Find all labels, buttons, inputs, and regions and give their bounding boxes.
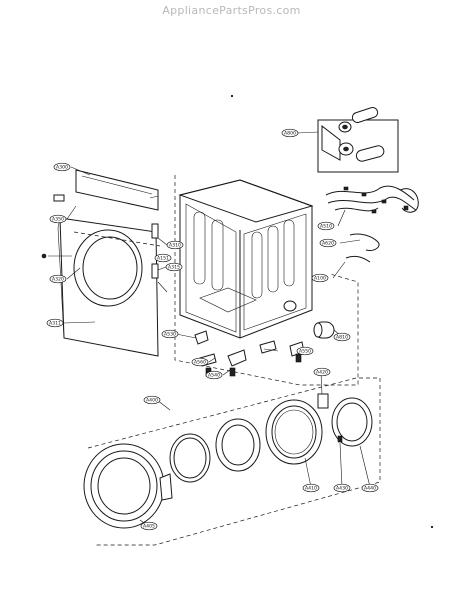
callout-a560: A560 bbox=[191, 357, 209, 367]
callout-a810: A810 bbox=[333, 332, 351, 342]
callout-bubble bbox=[165, 262, 183, 272]
callout-bubble bbox=[154, 253, 172, 263]
callout-a151: A151 bbox=[154, 253, 172, 263]
callout-a540: A540 bbox=[205, 370, 223, 380]
callout-a100: A100 bbox=[311, 273, 329, 283]
control-panel bbox=[53, 169, 159, 211]
watermark-text: AppliancePartsPros.com bbox=[162, 4, 301, 17]
callout-a620: A620 bbox=[319, 238, 337, 248]
callout-bubble bbox=[313, 367, 331, 377]
callout-text: A550 bbox=[299, 349, 311, 355]
callout-text: A800 bbox=[284, 131, 296, 137]
callout-bubble bbox=[46, 318, 64, 328]
callout-bubble bbox=[205, 370, 223, 380]
front-brackets bbox=[41, 223, 161, 279]
callout-text: A810 bbox=[336, 335, 348, 341]
callout-text: A510 bbox=[320, 224, 332, 230]
callout-bubble bbox=[333, 483, 351, 493]
callout-a440: A440 bbox=[361, 483, 379, 493]
callout-a315: A315 bbox=[165, 262, 183, 272]
callout-text: A410 bbox=[305, 486, 317, 492]
callout-text: A350 bbox=[52, 217, 64, 223]
callout-text: A311 bbox=[49, 321, 61, 327]
callout-text: A310 bbox=[169, 243, 181, 249]
callout-a310: A310 bbox=[166, 240, 184, 250]
callout-bubble bbox=[49, 274, 67, 284]
callout-text: A530 bbox=[164, 332, 176, 338]
callout-bubble bbox=[296, 346, 314, 356]
callout-bubble bbox=[333, 332, 351, 342]
callout-bubble bbox=[53, 162, 71, 172]
callout-bubble bbox=[302, 483, 320, 493]
callout-a405: A405 bbox=[140, 521, 158, 531]
callout-text: A320 bbox=[52, 277, 64, 283]
wire-harness bbox=[325, 185, 419, 263]
callout-a530: A530 bbox=[161, 329, 179, 339]
cabinet bbox=[174, 175, 359, 386]
callout-text: A100 bbox=[314, 276, 326, 282]
callout-text: A540 bbox=[208, 373, 220, 379]
callout-bubble bbox=[319, 238, 337, 248]
callout-a350: A350 bbox=[49, 214, 67, 224]
callout-text: A315 bbox=[168, 265, 180, 271]
callout-bubble bbox=[166, 240, 184, 250]
callout-a800: A800 bbox=[281, 128, 299, 138]
front-panel bbox=[57, 217, 159, 357]
callout-a300: A300 bbox=[53, 162, 71, 172]
callout-bubble bbox=[317, 221, 335, 231]
callout-a430: A430 bbox=[333, 483, 351, 493]
callout-text: A405 bbox=[143, 524, 155, 530]
callout-bubble bbox=[143, 395, 161, 405]
callout-bubble bbox=[361, 483, 379, 493]
callout-text: A440 bbox=[364, 486, 376, 492]
leader-lines bbox=[63, 166, 371, 526]
callout-text: A300 bbox=[56, 165, 68, 171]
callout-text: A430 bbox=[336, 486, 348, 492]
hose-assembly-group bbox=[297, 107, 399, 173]
callout-bubble bbox=[161, 329, 179, 339]
callout-bubble bbox=[311, 273, 329, 283]
callout-a400: A400 bbox=[143, 395, 161, 405]
callout-text: A420 bbox=[316, 370, 328, 376]
callout-text: A400 bbox=[146, 398, 158, 404]
callout-bubble bbox=[281, 128, 299, 138]
callout-text: A620 bbox=[322, 241, 334, 247]
callout-bubble bbox=[140, 521, 158, 531]
callout-bubble bbox=[49, 214, 67, 224]
callout-a510: A510 bbox=[317, 221, 335, 231]
callout-text: A560 bbox=[194, 360, 206, 366]
callout-a320: A320 bbox=[49, 274, 67, 284]
callout-bubble bbox=[191, 357, 209, 367]
callout-text: A151 bbox=[157, 256, 169, 262]
callout-a410: A410 bbox=[302, 483, 320, 493]
door-assembly bbox=[83, 377, 381, 546]
callout-a550: A550 bbox=[296, 346, 314, 356]
callout-a311: A311 bbox=[46, 318, 64, 328]
callout-a420: A420 bbox=[313, 367, 331, 377]
